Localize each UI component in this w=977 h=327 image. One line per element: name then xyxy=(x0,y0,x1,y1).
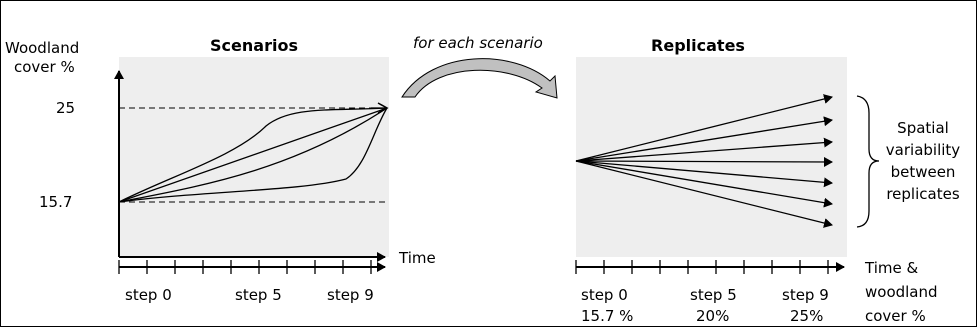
replicate-line-5 xyxy=(575,160,833,188)
replicate-trajectories xyxy=(575,94,833,228)
bracket-label-line4: replicates xyxy=(886,185,959,203)
y-tick-15-7: 15.7 xyxy=(39,193,72,211)
replicate-line-2 xyxy=(575,116,833,162)
replicates-x-tick-step-9: step 9 xyxy=(782,286,829,304)
replicates-x-axis-label-line2: woodland xyxy=(865,283,938,301)
bracket-label-line3: between xyxy=(891,163,956,181)
y-tick-25: 25 xyxy=(56,99,75,117)
connector-label: for each scenario xyxy=(413,34,543,52)
connector: for each scenario xyxy=(401,34,558,99)
replicates-x-axis-label-line3: cover % xyxy=(865,307,926,325)
time-axis-ticks xyxy=(118,260,372,274)
replicates-plot-background xyxy=(576,57,847,257)
scenarios-title: Scenarios xyxy=(210,36,298,55)
replicates-x-tick-step-0: step 0 xyxy=(581,286,628,304)
replicates-panel: Replicates Spatial variability between r… xyxy=(575,36,961,325)
scenario-curve-slow xyxy=(118,107,388,203)
replicates-x-tick-step-5: step 5 xyxy=(690,286,737,304)
replicates-time-axis-ticks xyxy=(575,260,829,274)
replicate-line-4 xyxy=(575,156,833,167)
replicate-line-7 xyxy=(575,160,833,228)
y-axis-label-line1: Woodland xyxy=(5,39,79,57)
replicates-x-axis-label-line1: Time & xyxy=(864,259,918,277)
variability-bracket xyxy=(856,95,880,228)
replicate-line-6 xyxy=(575,160,833,208)
bracket-label-line2: variability xyxy=(886,141,961,159)
curved-arrow xyxy=(401,58,558,99)
x-tick-step-9: step 9 xyxy=(327,286,374,304)
x-axis-label-time: Time xyxy=(398,249,436,267)
scenario-curve-linear xyxy=(118,107,388,203)
replicates-x-tick-cover-9: 25% xyxy=(790,307,823,325)
x-tick-step-5: step 5 xyxy=(235,286,282,304)
replicate-line-3 xyxy=(575,137,833,162)
replicates-title: Replicates xyxy=(651,36,745,55)
x-tick-step-0: step 0 xyxy=(125,286,172,304)
scenario-curve-medium xyxy=(118,107,388,203)
scenarios-panel: Scenarios Woodland cover % 25 15.7 Time xyxy=(5,36,436,304)
y-axis-label-line2: cover % xyxy=(14,58,75,76)
replicate-line-1 xyxy=(575,94,833,162)
bracket-label-line1: Spatial xyxy=(897,119,949,137)
scenario-curve-fast xyxy=(118,107,388,203)
scenarios-plot-background xyxy=(119,57,389,257)
replicates-x-tick-cover-5: 20% xyxy=(696,307,729,325)
replicates-x-tick-cover-0: 15.7 % xyxy=(581,307,633,325)
